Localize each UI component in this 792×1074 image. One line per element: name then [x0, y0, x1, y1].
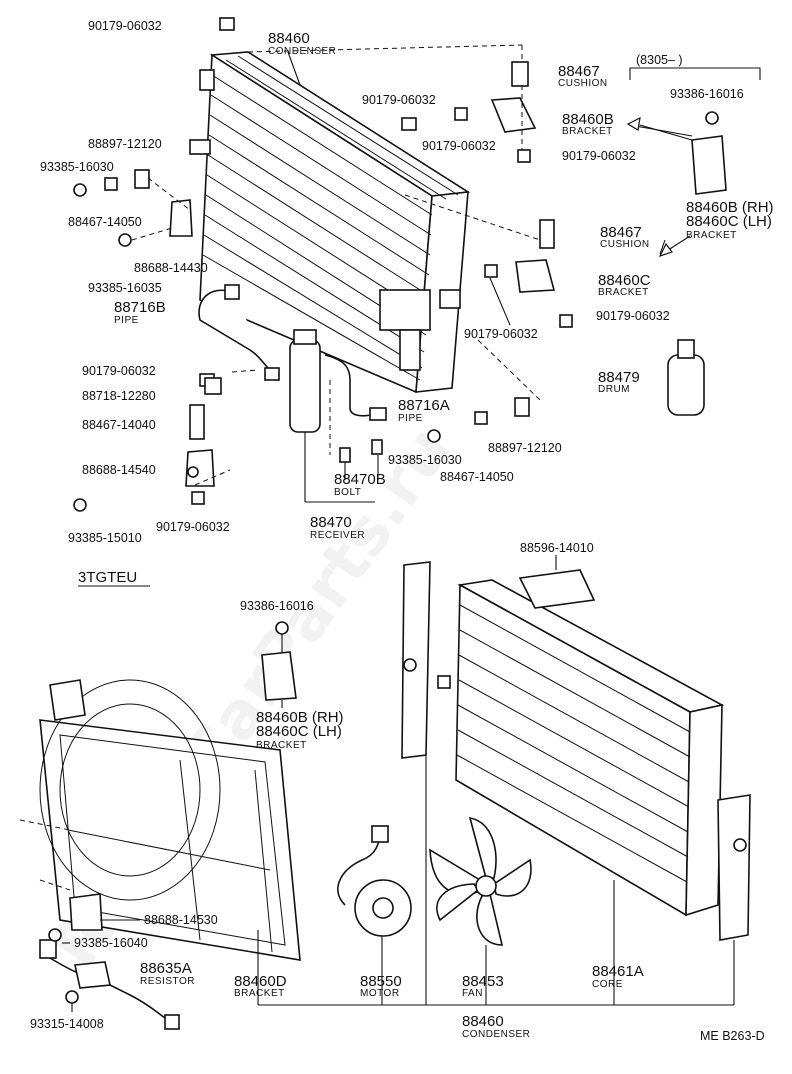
- callout-88718-12280: 88718-12280: [82, 389, 156, 403]
- callout-bracket-c: BRACKET: [598, 287, 649, 298]
- pipe-a: [324, 354, 376, 417]
- range-label: (8305– ): [636, 53, 683, 67]
- callout-93386-16016-b: 93386-16016: [240, 599, 314, 613]
- callout-90179-06032-b: 90179-06032: [362, 93, 436, 107]
- callout-pipe-a: PIPE: [398, 413, 423, 424]
- receiver: [289, 329, 321, 433]
- callout-labels: 90179-06032 88460 CONDENSER 88467 CUSHIO…: [30, 19, 774, 1043]
- condenser-top: [189, 51, 471, 394]
- callout-resistor: RESISTOR: [140, 976, 195, 987]
- callout-88460b-rh-a: 88460B (RH): [686, 199, 774, 216]
- callout-88897-12120-a: 88897-12120: [88, 137, 162, 151]
- callout-drum: DRUM: [598, 384, 630, 395]
- callout-bracket-e: BRACKET: [234, 988, 285, 999]
- callout-93385-16030-a: 93385-16030: [40, 160, 114, 174]
- callout-88479: 88479: [598, 369, 640, 386]
- callout-88467-14050-b: 88467-14050: [440, 470, 514, 484]
- callout-88460b-a: 88460B: [562, 111, 614, 128]
- callout-88467-a: 88467: [558, 63, 600, 80]
- callout-88596-14010: 88596-14010: [520, 541, 594, 555]
- callout-88470: 88470: [310, 514, 352, 531]
- callout-88716b: 88716B: [114, 299, 166, 316]
- callout-90179-06032-g: 90179-06032: [82, 364, 156, 378]
- callout-90179-06032-h: 90179-06032: [156, 520, 230, 534]
- callout-93385-16030-b: 93385-16030: [388, 453, 462, 467]
- callout-fan: FAN: [462, 988, 483, 999]
- callout-90179-06032-e: 90179-06032: [596, 309, 670, 323]
- callout-88635a: 88635A: [140, 960, 192, 977]
- callout-bracket-a: BRACKET: [562, 126, 613, 137]
- callout-88467-b: 88467: [600, 224, 642, 241]
- callout-88460-bottom: 88460: [462, 1013, 504, 1030]
- callout-93385-16035: 93385-16035: [88, 281, 162, 295]
- callout-88688-14530: 88688-14530: [144, 913, 218, 927]
- callout-pipe-b: PIPE: [114, 315, 139, 326]
- direction-arrows: [626, 116, 693, 258]
- callout-88470b: 88470B: [334, 471, 386, 488]
- callout-cushion-a: CUSHION: [558, 78, 608, 89]
- callout-condenser-bottom: CONDENSER: [462, 1029, 530, 1040]
- callout-88550: 88550: [360, 973, 402, 990]
- range-bracket: [629, 67, 761, 80]
- callout-90179-06032-c: 90179-06032: [422, 139, 496, 153]
- fan-motor: [337, 825, 412, 937]
- fan: [429, 816, 532, 946]
- callout-88460c-lh-a: 88460C (LH): [686, 213, 772, 230]
- leader-lines-bottom: [19, 555, 735, 1012]
- callout-motor: MOTOR: [360, 988, 400, 999]
- callout-93385-15010: 93385-15010: [68, 531, 142, 545]
- callout-88460-top: 88460: [268, 30, 310, 47]
- callout-88688-14540: 88688-14540: [82, 463, 156, 477]
- callout-90179-06032-d: 90179-06032: [562, 149, 636, 163]
- callout-88460c-a: 88460C: [598, 272, 651, 289]
- callout-receiver: RECEIVER: [310, 530, 365, 541]
- callout-90179-06032-a: 90179-06032: [88, 19, 162, 33]
- drum: [667, 339, 705, 416]
- hardware-bottom: [48, 675, 451, 1004]
- bracket-middle: [261, 621, 297, 701]
- callout-bracket-b: BRACKET: [686, 230, 737, 241]
- callout-cushion-b: CUSHION: [600, 239, 650, 250]
- callout-core: CORE: [592, 979, 623, 990]
- callout-88460b-rh-b: 88460B (RH): [256, 709, 344, 726]
- callout-88460d: 88460D: [234, 973, 287, 990]
- callout-88688-14430: 88688-14430: [134, 261, 208, 275]
- callout-93385-16040: 93385-16040: [74, 936, 148, 950]
- callout-90179-06032-f: 90179-06032: [464, 327, 538, 341]
- section-3tgteu: 3TGTEU: [78, 569, 137, 586]
- hardware-top: [73, 17, 727, 512]
- callout-88460c-lh-b: 88460C (LH): [256, 723, 342, 740]
- side-brackets: [401, 561, 751, 941]
- callout-88453: 88453: [462, 973, 504, 990]
- callout-bracket-d: BRACKET: [256, 740, 307, 751]
- fan-shroud: [39, 679, 301, 961]
- callout-88467-14040: 88467-14040: [82, 418, 156, 432]
- callout-88897-12120-b: 88897-12120: [488, 441, 562, 455]
- resistor: [39, 939, 180, 1030]
- callout-bolt: BOLT: [334, 487, 361, 498]
- callout-93386-16016-a: 93386-16016: [670, 87, 744, 101]
- callout-condenser-top: CONDENSER: [268, 46, 336, 57]
- callout-88467-14050-a: 88467-14050: [68, 215, 142, 229]
- callout-93315-14008: 93315-14008: [30, 1017, 104, 1031]
- figure-code: ME B263-D: [700, 1029, 765, 1043]
- leader-lines-top: [131, 44, 693, 503]
- callout-88461a: 88461A: [592, 963, 644, 980]
- callout-88716a: 88716A: [398, 397, 450, 414]
- pipe-b: [198, 289, 276, 376]
- condenser-bottom: [455, 569, 725, 917]
